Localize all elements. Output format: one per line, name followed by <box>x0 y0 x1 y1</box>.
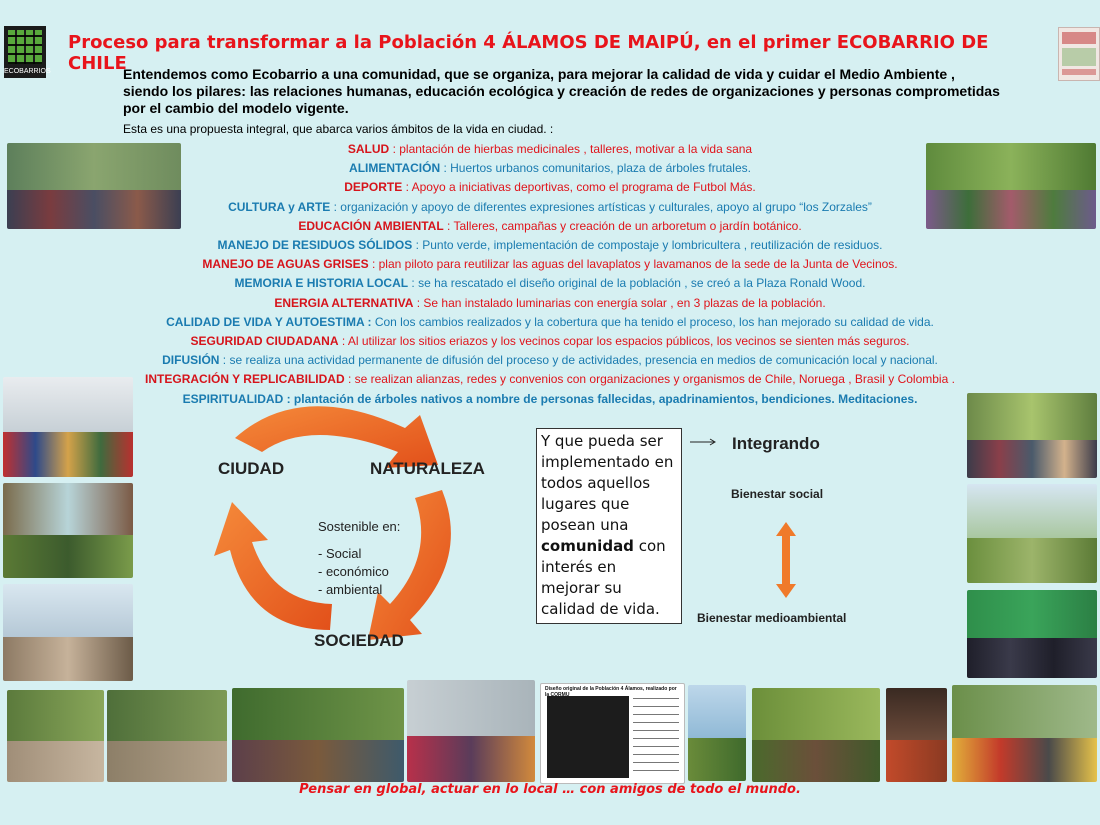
arrow-naturaleza-sociedad <box>368 490 451 640</box>
photo-gardening <box>3 483 133 578</box>
area-heading: SEGURIDAD CIUDADANA <box>190 334 339 348</box>
area-line: MEMORIA E HISTORIA LOCAL : se ha rescata… <box>0 274 1100 293</box>
area-heading: CALIDAD DE VIDA Y AUTOESTIMA : <box>166 314 372 329</box>
sostenible-item: - ambiental <box>318 582 383 597</box>
photo-bottom-3 <box>232 688 404 782</box>
area-line: ESPIRITUALIDAD : plantación de árboles n… <box>0 390 1100 409</box>
area-line: SEGURIDAD CIUDADANA : Al utilizar los si… <box>0 332 1100 351</box>
logo-text: ECOBARRIOS <box>4 68 51 75</box>
area-heading: SALUD <box>347 142 390 156</box>
footer-slogan: Pensar en global, actuar en lo local … c… <box>299 782 801 797</box>
area-description: : se realizan alianzas, redes y convenio… <box>344 372 955 387</box>
photo-park <box>967 484 1097 583</box>
area-line: INTEGRACIÓN Y REPLICABILIDAD : se realiz… <box>0 370 1100 389</box>
area-description: : se realiza una actividad permanente de… <box>219 353 938 368</box>
area-heading: MANEJO DE RESIDUOS SÓLIDOS <box>217 238 413 252</box>
area-heading: ALIMENTACIÓN <box>349 161 441 176</box>
photo-bottom-4 <box>407 680 535 782</box>
right-arrow-icon <box>690 438 716 446</box>
photo-group-top-left <box>7 143 181 229</box>
photo-bottom-2 <box>107 690 227 782</box>
photo-musicians <box>3 377 133 477</box>
photo-bottom-7 <box>752 688 880 782</box>
ecobarrios-logo: ECOBARRIOS <box>4 26 51 78</box>
area-description: Con los cambios realizados y la cobertur… <box>371 314 934 329</box>
area-line: CALIDAD DE VIDA Y AUTOESTIMA : Con los c… <box>0 313 1100 332</box>
area-heading: ESPIRITUALIDAD : <box>182 391 291 406</box>
area-description: : Se han instalado luminarias con energí… <box>413 295 826 310</box>
area-description: : organización y apoyo de diferentes exp… <box>330 199 872 214</box>
area-description: : Al utilizar los sitios eriazos y los v… <box>338 334 910 348</box>
area-description: : Huertos urbanos comunitarios, plaza de… <box>440 161 751 176</box>
photo-playground <box>3 584 133 681</box>
photo-bottom-8 <box>886 688 947 782</box>
arrow-ciudad-naturaleza <box>235 406 438 468</box>
page-title: Proceso para transformar a la Población … <box>68 32 989 74</box>
photo-bottom-doc: Diseño original de la Población 4 Álamos… <box>540 683 685 784</box>
area-description: : Talleres, campañas y creación de un ar… <box>443 218 802 233</box>
bienestar-social: Bienestar social <box>731 487 824 501</box>
area-line: ALIMENTACIÓN : Huertos urbanos comunitar… <box>0 159 1100 178</box>
area-heading: ENERGIA ALTERNATIVA <box>274 295 414 310</box>
arrow-sociedad-ciudad <box>214 502 332 630</box>
sostenible-item: - Social <box>318 546 362 561</box>
photo-group-top-right <box>926 143 1096 229</box>
area-line: MANEJO DE AGUAS GRISES : plan piloto par… <box>0 255 1100 274</box>
area-description: : plan piloto para reutilizar las aguas … <box>368 257 898 272</box>
area-line: EDUCACIÓN AMBIENTAL : Talleres, campañas… <box>0 217 1100 236</box>
area-line: DIFUSIÓN : se realiza una actividad perm… <box>0 351 1100 370</box>
intro-paragraph: Entendemos como Ecobarrio a una comunida… <box>123 66 1000 116</box>
areas-list: SALUD : plantación de hierbas medicinale… <box>0 140 1100 406</box>
area-line: SALUD : plantación de hierbas medicinale… <box>0 140 1100 159</box>
photo-bottom-1 <box>7 690 104 782</box>
area-heading: MEMORIA E HISTORIA LOCAL <box>234 276 409 291</box>
photo-award-ceremony <box>967 590 1097 678</box>
area-heading: EDUCACIÓN AMBIENTAL <box>298 218 444 233</box>
intro-subtitle: Esta es una propuesta integral, que abar… <box>123 122 554 136</box>
area-heading: INTEGRACIÓN Y REPLICABILIDAD <box>145 372 345 387</box>
cycle-arrows-diagram <box>214 406 451 640</box>
sostenible-block: Sostenible en: - Social - económico - am… <box>318 518 400 599</box>
area-description: : se ha rescatado el diseño original de … <box>408 276 866 291</box>
sostenible-item: - económico <box>318 564 389 579</box>
photo-crowd-right <box>967 393 1097 478</box>
bienestar-medioambiental: Bienestar medioambiental <box>697 611 847 625</box>
double-arrow-icon <box>776 522 796 598</box>
box-text-after: con interés en mejorar su calidad de vid… <box>541 537 666 618</box>
area-line: ENERGIA ALTERNATIVA : Se han instalado l… <box>0 294 1100 313</box>
area-line: CULTURA y ARTE : organización y apoyo de… <box>0 198 1100 217</box>
sostenible-title: Sostenible en: <box>318 519 401 534</box>
poster-thumbnail-logo <box>1058 27 1100 81</box>
label-sociedad: SOCIEDAD <box>314 631 404 650</box>
implementation-box: Y que pueda ser implementado en todos aq… <box>536 428 682 624</box>
area-description: : Punto verde, implementación de compost… <box>412 238 883 252</box>
area-description: : Apoyo a iniciativas deportivas, como e… <box>402 180 756 195</box>
area-description: plantación de árboles nativos a nombre d… <box>290 391 918 406</box>
area-heading: MANEJO DE AGUAS GRISES <box>202 257 369 272</box>
box-text-before: Y que pueda ser implementado en todos aq… <box>541 432 674 534</box>
area-heading: DEPORTE <box>344 180 403 195</box>
integrando-title: Integrando <box>732 434 820 453</box>
box-text-bold: comunidad <box>541 537 634 555</box>
area-heading: DIFUSIÓN <box>162 353 220 368</box>
area-heading: CULTURA y ARTE <box>228 199 331 214</box>
photo-bottom-9 <box>952 685 1097 782</box>
doc-thumbnail-title: Diseño original de la Población 4 Álamos… <box>545 686 677 698</box>
label-ciudad: CIUDAD <box>218 459 285 478</box>
photo-bottom-6 <box>688 685 746 781</box>
area-description: : plantación de hierbas medicinales , ta… <box>389 142 753 156</box>
label-naturaleza: NATURALEZA <box>370 459 485 478</box>
area-line: MANEJO DE RESIDUOS SÓLIDOS : Punto verde… <box>0 236 1100 255</box>
area-line: DEPORTE : Apoyo a iniciativas deportivas… <box>0 178 1100 197</box>
